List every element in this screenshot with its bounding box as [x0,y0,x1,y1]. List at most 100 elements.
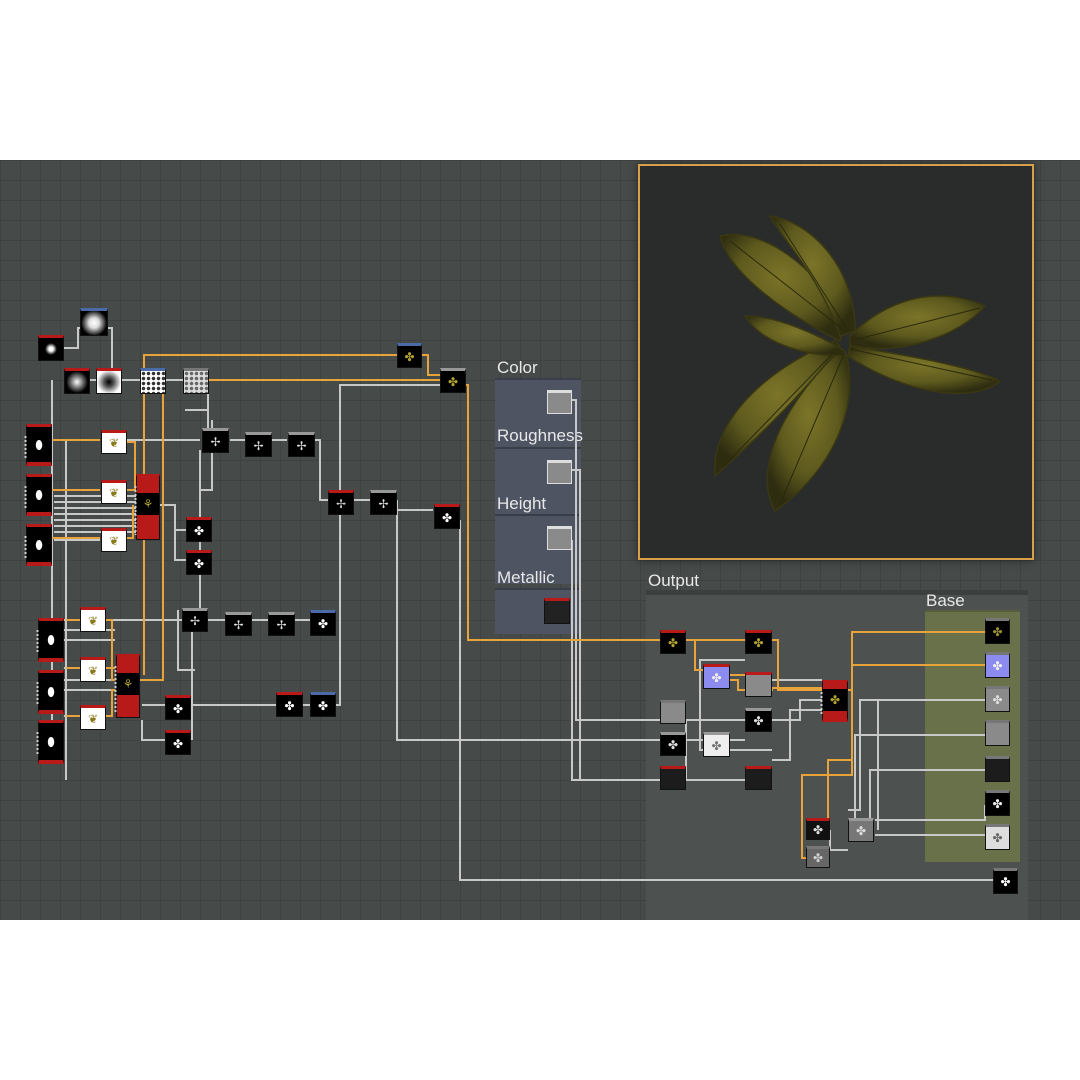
leaf-cluster-icon: ✤ [753,636,764,650]
leaf-cluster-icon: ✤ [992,693,1003,707]
leaf-icon: ❦ [87,613,99,628]
color-output-node[interactable] [547,390,572,414]
leaf-color-node[interactable]: ❦ [80,705,106,730]
curvature-blend-node[interactable]: ✤ [848,818,874,842]
frame-base-title: Base [926,591,965,610]
normal-node[interactable]: ✤ [703,664,730,689]
tri-leaf-icon: ✢ [335,496,347,511]
color-blend-node[interactable]: ✤ [397,343,422,368]
transform-node[interactable]: ✢ [268,612,295,636]
ao-node[interactable]: ✤ [703,732,730,757]
wire [848,631,985,691]
leaf-vein [721,347,839,469]
wire [827,759,852,828]
output-basecolor[interactable]: ✤ [985,618,1010,644]
output-height[interactable] [985,720,1010,746]
output-ambient-occlusion[interactable]: ✤ [985,790,1010,816]
leaf-color-node[interactable]: ❦ [101,430,127,454]
transform-node[interactable]: ✢ [225,612,252,636]
leaf-color-node[interactable]: ❦ [80,657,106,682]
grid-pattern-icon [184,371,208,393]
height-output-node[interactable] [547,526,572,550]
leaf-mask-node[interactable]: ⬮ [24,524,52,566]
grey-value-node[interactable] [745,672,772,697]
node-pins [820,691,823,714]
leaf-icon: ❦ [108,486,120,500]
blend-multi-node[interactable]: ⚘ [114,654,140,718]
shape-node[interactable] [64,368,90,394]
output-roughness[interactable]: ✤ [985,686,1010,712]
radial-gradient-icon [97,371,121,393]
leaf-color-node[interactable]: ❦ [80,607,106,632]
tri-leaf-icon: ✤ [172,736,184,751]
mask-node[interactable]: ✤ [165,730,191,755]
color-blend-node[interactable]: ✤ [745,630,772,654]
tri-leaf-icon: ✤ [711,670,722,685]
color-blend-node[interactable]: ✤ [440,368,466,393]
mask-node[interactable]: ✤ [186,517,212,542]
tri-leaf-icon: ✢ [378,496,389,511]
node-graph-canvas[interactable]: Color Roughness Height Metallic Output B… [0,160,1080,920]
wire [143,354,397,378]
leaf-shape-icon: ⬮ [35,537,43,552]
output-normal[interactable]: ✤ [985,652,1010,678]
metallic-output-node[interactable] [544,598,570,624]
mask-node[interactable]: ✤ [276,692,303,717]
wire [571,610,745,781]
blend-multi-node[interactable]: ⚘ [134,474,160,540]
radial-gradient-icon [65,371,89,393]
curvature-node[interactable]: ✤ [806,846,830,868]
blur-node[interactable] [38,335,64,361]
leaf-mask-node[interactable]: ⬮ [36,618,64,662]
leaf-mask-node[interactable]: ⬮ [36,720,64,764]
mask-node[interactable]: ✤ [660,732,686,756]
leaf-color-node[interactable]: ❦ [101,528,127,552]
wire [422,354,440,376]
wire [174,505,187,561]
metallic-node[interactable] [745,766,772,790]
gradient-node[interactable] [96,368,122,394]
transform-node[interactable]: ✢ [328,490,354,515]
output-curvature[interactable]: ✤ [985,824,1010,850]
leaf-mask-node[interactable]: ⬮ [24,474,52,516]
tile-node[interactable] [183,368,209,394]
output-opacity[interactable]: ✤ [993,868,1018,894]
leaf-vein [729,240,846,332]
mask-node[interactable]: ✤ [310,610,336,636]
radial-gradient-icon [81,311,107,335]
roughness-output-node[interactable] [547,460,572,484]
curvature-node[interactable]: ✤ [806,818,830,840]
tri-leaf-icon: ✤ [317,698,329,713]
wire [772,709,822,761]
leaf-mask-node[interactable]: ⬮ [24,424,52,466]
transform-node[interactable]: ✢ [182,608,208,632]
metallic-node[interactable] [660,766,686,790]
tri-leaf-icon: ✢ [210,434,221,449]
mask-node[interactable]: ✤ [310,692,336,717]
mask-node[interactable]: ✤ [745,708,772,732]
output-metallic[interactable] [985,756,1010,782]
node-pins [134,485,137,535]
leaf-mask-node[interactable]: ⬮ [36,670,64,714]
3d-preview-panel[interactable] [638,164,1034,560]
mask-node[interactable]: ✤ [434,504,460,529]
grey-value-node[interactable] [660,700,686,724]
transform-node[interactable]: ✢ [370,490,397,515]
connection-wires [51,327,993,881]
frame-color-title: Color [497,358,538,377]
wire [829,830,848,851]
tile-node[interactable] [140,368,166,394]
mask-node[interactable]: ✤ [165,695,191,720]
color-blend-node[interactable]: ✤ [660,630,686,654]
mask-node[interactable]: ✤ [186,550,212,575]
shape-node[interactable] [80,308,108,336]
tri-leaf-icon: ✤ [711,738,722,753]
transform-node[interactable]: ✢ [202,428,229,453]
tri-leaf-icon: ✤ [172,701,184,716]
transform-node[interactable]: ✢ [288,432,315,457]
leaf-shape-icon: ⬮ [47,734,55,749]
leaf-color-node[interactable]: ❦ [101,480,127,504]
transform-node[interactable]: ✢ [245,432,272,457]
switch-multi-node[interactable]: ✤ [820,680,848,722]
leaf-shape [766,350,851,513]
